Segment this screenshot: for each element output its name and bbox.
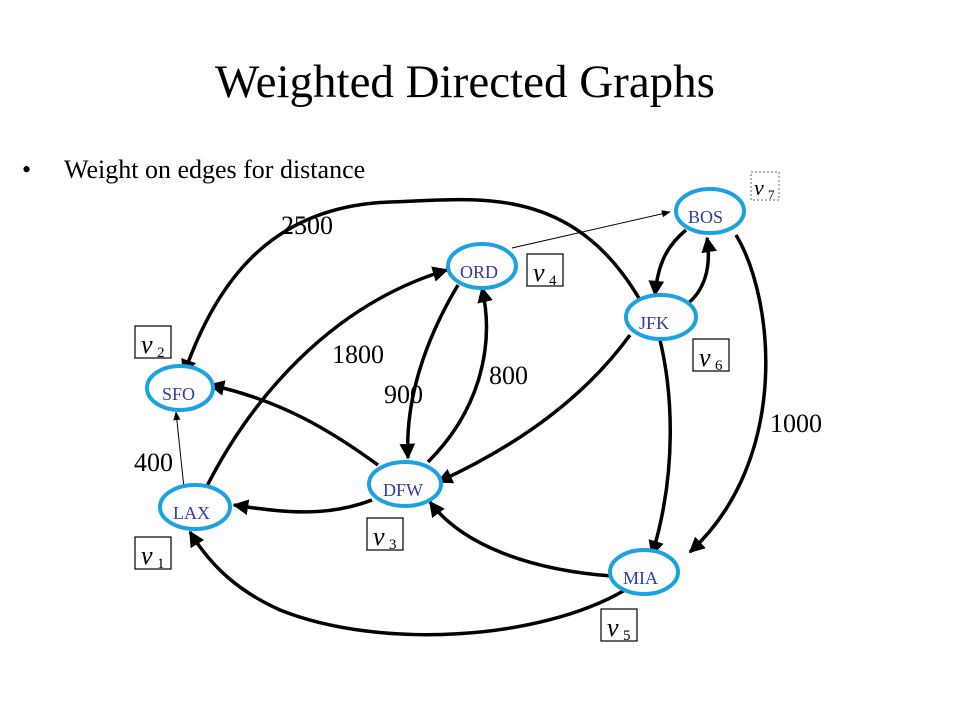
node-label-jfk: JFK <box>639 313 669 333</box>
vertex-box-v1: v 1 <box>134 536 172 572</box>
edge-bos-mia <box>688 234 768 554</box>
vertex-box-v6: v 6 <box>692 338 730 374</box>
edges-group <box>173 197 768 637</box>
weights-group: 2500 1800 900 800 1000 400 <box>134 211 822 477</box>
node-label-ord: ORD <box>460 262 498 282</box>
node-mia[interactable]: MIA <box>608 548 680 596</box>
vertex-name: v <box>141 330 153 359</box>
vertex-box-v7: v 7 <box>750 171 780 202</box>
edge-lax-sfo <box>173 411 185 489</box>
node-jfk[interactable]: JFK <box>624 293 698 341</box>
edge-jfk-sfo <box>181 197 642 376</box>
node-dfw[interactable]: DFW <box>367 460 443 508</box>
vertex-name: v <box>607 613 619 642</box>
vertex-subscript: 4 <box>549 273 557 289</box>
edge-dfw-lax <box>232 498 373 516</box>
edge-mia-lax <box>188 530 626 637</box>
node-bos[interactable]: BOS <box>674 187 746 235</box>
vertex-subscript: 1 <box>157 556 165 572</box>
node-sfo[interactable]: SFO <box>145 364 215 412</box>
edge-ord-dfw <box>399 284 460 460</box>
weight-label-2500: 2500 <box>281 211 333 240</box>
vertex-name: v <box>533 258 545 287</box>
edge-dfw-ord <box>426 286 493 464</box>
nodes-group: SFO LAX DFW ORD MIA JFK BOS <box>145 187 746 596</box>
node-label-lax: LAX <box>173 503 210 523</box>
edge-ord-bos <box>511 210 671 249</box>
vertex-box-v2: v 2 <box>134 325 172 361</box>
node-label-sfo: SFO <box>162 384 195 404</box>
vertex-subscript: 7 <box>768 187 775 202</box>
node-ord[interactable]: ORD <box>446 242 518 290</box>
bullet-text: Weight on edges for distance <box>64 155 366 184</box>
edge-jfk-bos <box>684 236 717 307</box>
vertex-name: v <box>141 541 153 570</box>
weight-label-400: 400 <box>134 448 173 477</box>
vertex-subscript: 5 <box>623 628 631 644</box>
vertex-name: v <box>754 175 764 200</box>
slide-title: Weighted Directed Graphs <box>215 56 715 108</box>
vertex-subscript: 2 <box>157 345 165 361</box>
edge-jfk-dfw <box>436 333 632 484</box>
edge-jfk-mia <box>648 339 672 557</box>
vertex-labels-group: v 2 v 1 v 3 v 4 v 5 v 6 v <box>134 171 780 644</box>
edge-mia-dfw <box>428 500 613 578</box>
vertex-box-v4: v 4 <box>526 253 564 289</box>
node-label-mia: MIA <box>623 568 658 588</box>
vertex-box-v3: v 3 <box>366 517 404 553</box>
bullet-dot: • <box>22 155 32 184</box>
vertex-box-v5: v 5 <box>600 608 638 644</box>
weight-label-1800: 1800 <box>332 340 384 369</box>
edge-dfw-sfo <box>208 380 380 467</box>
bullet-line: • Weight on edges for distance <box>22 150 365 190</box>
weight-label-1000: 1000 <box>770 409 822 438</box>
node-label-dfw: DFW <box>383 480 423 500</box>
node-lax[interactable]: LAX <box>158 483 232 531</box>
vertex-name: v <box>699 343 711 372</box>
vertex-subscript: 3 <box>389 537 397 553</box>
vertex-subscript: 6 <box>715 358 723 374</box>
edge-bos-jfk <box>648 228 688 297</box>
vertex-name: v <box>373 522 385 551</box>
node-label-bos: BOS <box>688 207 723 227</box>
edge-lax-ord <box>203 266 449 491</box>
weight-label-900: 900 <box>384 380 423 409</box>
weight-label-800: 800 <box>489 361 528 390</box>
